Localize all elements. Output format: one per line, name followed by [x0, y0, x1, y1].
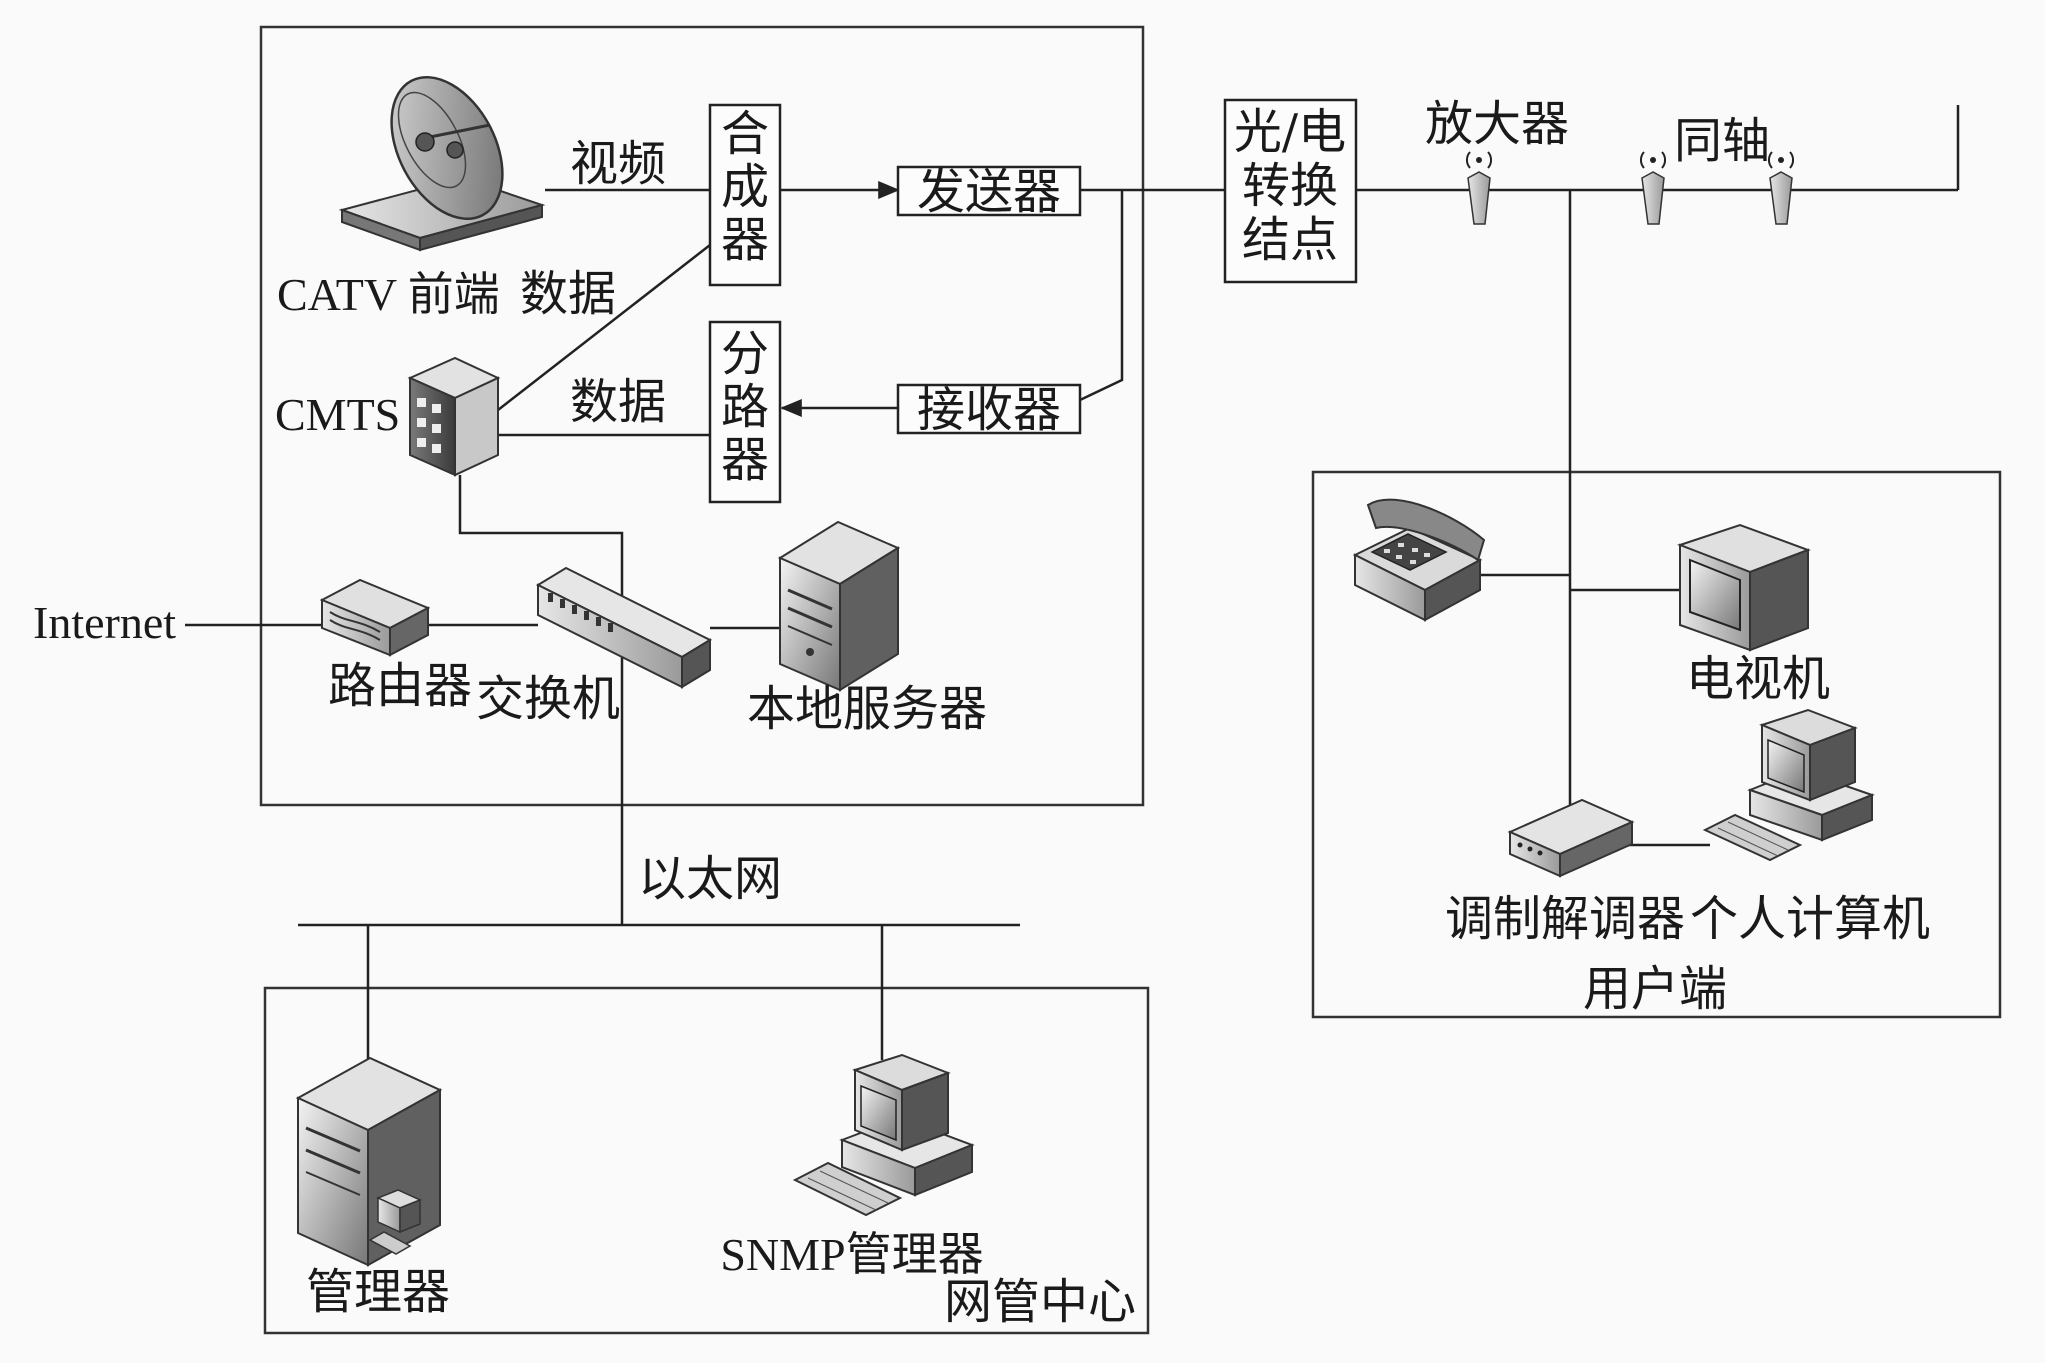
oe-node-box [1223, 98, 1358, 284]
internet-label: Internet [33, 597, 176, 648]
splitter-label-3: 器 [721, 432, 769, 488]
combiner-label-1: 合 [721, 106, 769, 162]
node-to-receiver-loop [1079, 190, 1124, 402]
cmts-to-ethernet-line [458, 475, 624, 925]
nms-center-frame [263, 986, 1150, 1335]
splitter-label-2: 路 [721, 379, 769, 435]
oe-node-label-1: 光/电 [1234, 104, 1346, 160]
connections [185, 105, 1960, 1060]
cmts-to-combiner-line [497, 244, 711, 411]
headend-frame [259, 25, 1145, 807]
transmitter-block: 发送器 [896, 164, 1082, 220]
modem-label: 调制解调器 [1445, 891, 1685, 947]
cmts-label: CMTS [275, 389, 400, 440]
manager-tower-icon [295, 1056, 443, 1267]
coax-label: 同轴 [1674, 113, 1770, 169]
combiner-block: 合 成 器 [708, 103, 782, 287]
splitter-box [708, 320, 782, 504]
oe-node-label-2: 转换 [1242, 158, 1338, 214]
antenna-icon [1640, 151, 1666, 225]
satellite-dish-icon [338, 75, 546, 252]
antenna-icon [1768, 151, 1794, 225]
modem-icon [1507, 798, 1635, 878]
cmts-unit-icon [407, 356, 501, 477]
user-side-title: 用户端 [1583, 961, 1727, 1017]
snmp-pc-icon [792, 1053, 975, 1217]
nms-center-title: 网管中心 [944, 1274, 1136, 1330]
pc-icon [1702, 708, 1875, 862]
router-label: 路由器 [328, 658, 472, 714]
data-label-lower: 数据 [570, 374, 666, 430]
catv-headend-label: CATV 前端 [277, 269, 500, 320]
transmitter-box [896, 165, 1082, 217]
server-tower-icon [777, 520, 901, 692]
telephone-icon [1352, 498, 1486, 622]
ethernet-label: 以太网 [638, 851, 782, 907]
snmp-manager-label: SNMP管理器 [720, 1229, 983, 1280]
combiner-label-3: 器 [721, 212, 769, 268]
receiver-label: 接收器 [917, 382, 1061, 438]
antenna-icon [1466, 151, 1492, 225]
video-label: 视频 [570, 136, 666, 192]
pc-label: 个人计算机 [1690, 891, 1930, 947]
oe-node-block: 光/电 转换 结点 [1223, 98, 1358, 284]
oe-node-label-3: 结点 [1242, 212, 1338, 268]
local-server-label: 本地服务器 [747, 681, 987, 737]
splitter-label-1: 分 [721, 326, 769, 382]
tv-label: 电视机 [1686, 651, 1830, 707]
receiver-block: 接收器 [896, 382, 1082, 438]
amplifier-label: 放大器 [1425, 96, 1569, 152]
switch-label: 交换机 [476, 671, 620, 727]
receiver-box [896, 383, 1082, 435]
tv-icon [1677, 523, 1811, 652]
splitter-block: 分 路 器 [708, 320, 782, 504]
data-label-upper: 数据 [520, 266, 616, 322]
user-side-frame [1311, 470, 2002, 1019]
transmitter-label: 发送器 [917, 164, 1061, 220]
combiner-box [708, 103, 782, 287]
router-icon [319, 578, 431, 657]
manager-label: 管理器 [306, 1264, 450, 1320]
switch-icon [535, 566, 713, 689]
combiner-label-2: 成 [721, 159, 769, 215]
